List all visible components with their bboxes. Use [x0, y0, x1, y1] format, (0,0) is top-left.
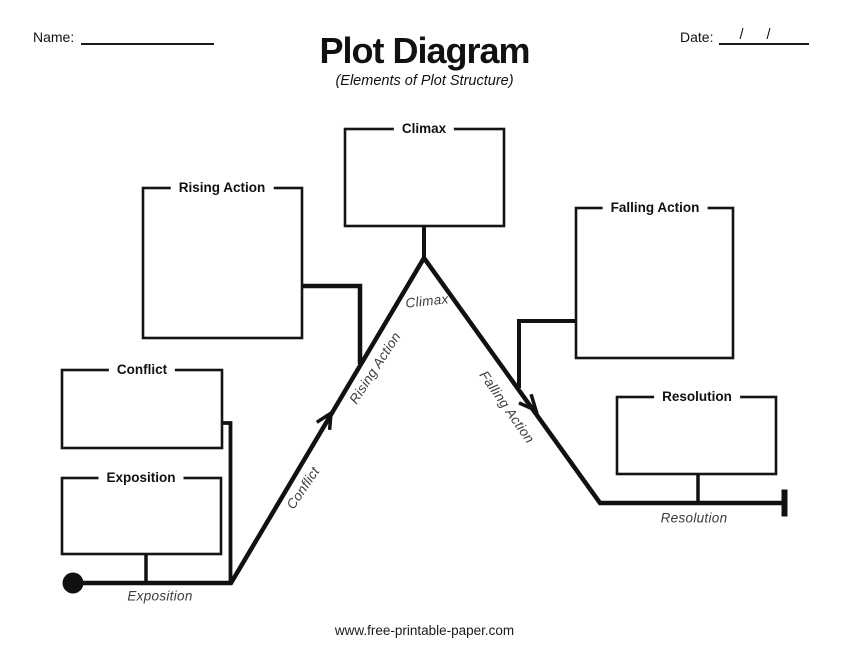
falling-action-connector — [517, 319, 576, 388]
conflict-box[interactable] — [60, 368, 224, 450]
date-field: Date: / / — [680, 27, 810, 45]
story-start-dot — [62, 572, 84, 594]
footer-url: www.free-printable-paper.com — [334, 623, 515, 638]
date-label: Date: — [680, 29, 714, 45]
conflict-box-label: Conflict — [108, 361, 176, 378]
title-block: Plot Diagram (Elements of Plot Structure… — [0, 30, 849, 90]
resolution-box-label: Resolution — [654, 388, 740, 405]
falling-action-box[interactable] — [574, 206, 735, 360]
name-field: Name: — [33, 29, 215, 45]
climax-box[interactable] — [343, 127, 506, 228]
resolution-line-label: Resolution — [660, 510, 728, 526]
rising-action-connector — [302, 283, 363, 364]
rising-action-box[interactable] — [141, 186, 304, 340]
date-slash-2: / — [766, 27, 771, 43]
name-label: Name: — [33, 29, 75, 45]
page-title: Plot Diagram — [319, 30, 530, 71]
exposition-line-label: Exposition — [127, 588, 193, 604]
page-subtitle: (Elements of Plot Structure) — [335, 73, 514, 89]
falling-action-box-label: Falling Action — [602, 199, 708, 216]
exposition-box[interactable] — [60, 476, 223, 556]
resolution-box[interactable] — [615, 395, 778, 476]
climax-box-label: Climax — [393, 120, 455, 137]
rising-action-box-label: Rising Action — [170, 179, 274, 196]
date-slash-1: / — [739, 27, 744, 43]
falling-arrowhead-icon — [518, 393, 539, 414]
exposition-box-label: Exposition — [98, 469, 184, 486]
conflict-connector — [222, 421, 233, 581]
date-blank-line[interactable]: / / — [719, 27, 810, 45]
name-blank-line[interactable] — [81, 30, 215, 45]
rising-arrowhead-icon — [315, 409, 334, 431]
